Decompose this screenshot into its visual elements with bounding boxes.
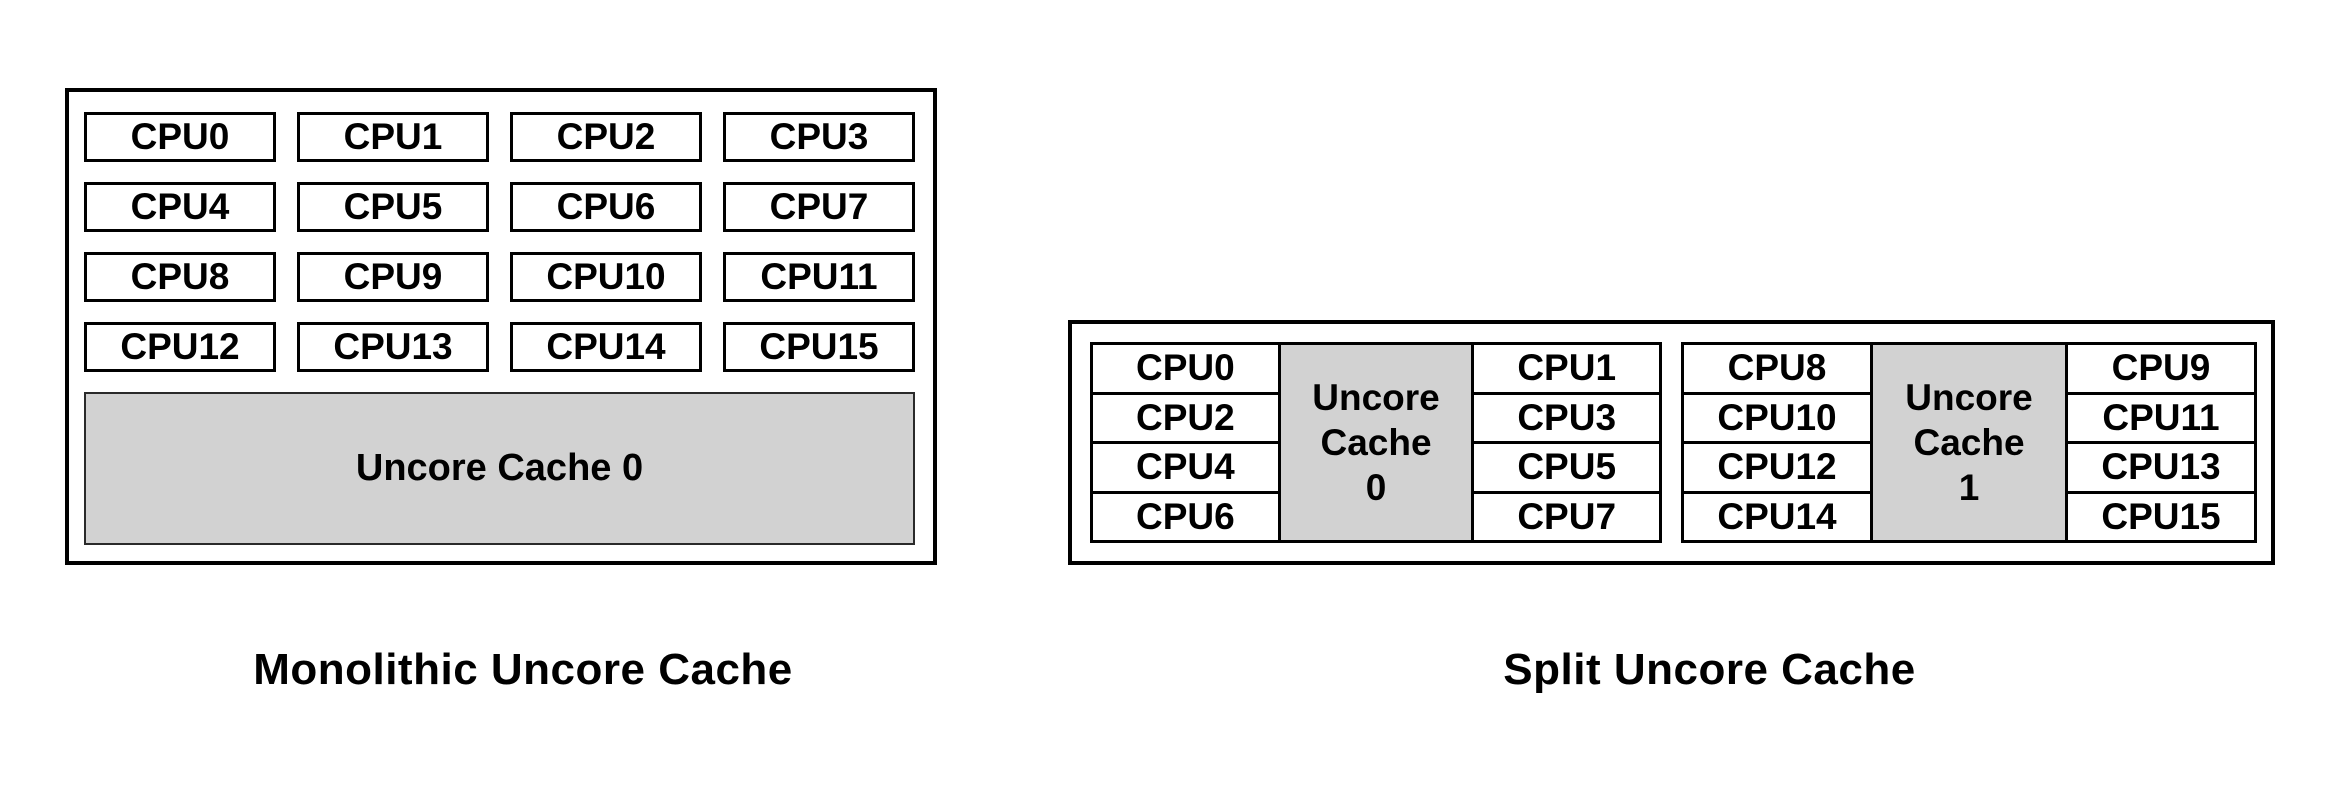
cpu-cell: CPU4 <box>84 182 276 232</box>
cache-label-line: 0 <box>1365 467 1387 508</box>
cpu-cell: CPU4 <box>1090 441 1281 494</box>
cpu-cell: CPU11 <box>723 252 915 302</box>
cpu-cell: CPU13 <box>297 322 489 372</box>
cpu-cell: CPU14 <box>1681 490 1873 543</box>
split-package-box: CPU0 CPU2 CPU4 CPU6 Uncore Cache 0 CPU1 … <box>1068 320 2275 565</box>
split-group-1: CPU8 CPU10 CPU12 CPU14 Uncore Cache 1 CP… <box>1681 342 2257 543</box>
cpu-cell: CPU10 <box>1681 391 1873 444</box>
split-group-0: CPU0 CPU2 CPU4 CPU6 Uncore Cache 0 CPU1 … <box>1090 342 1663 543</box>
cpu-cell: CPU3 <box>1471 391 1663 444</box>
cache-label-line: Uncore <box>1905 377 2033 418</box>
cpu-cell: CPU8 <box>1681 342 1873 395</box>
cpu-cell: CPU2 <box>510 112 702 162</box>
cpu-cell: CPU14 <box>510 322 702 372</box>
cpu-cell: CPU6 <box>510 182 702 232</box>
cpu-cell: CPU6 <box>1090 490 1281 543</box>
cpu-cell: CPU1 <box>1471 342 1663 395</box>
uncore-cache-1-split-box: Uncore Cache 1 <box>1870 342 2068 543</box>
cpu-cell: CPU12 <box>1681 441 1873 494</box>
cache-label-line: Cache <box>1913 422 2025 463</box>
split-group-0-left-cpu-column: CPU0 CPU2 CPU4 CPU6 <box>1090 342 1281 543</box>
monolithic-cpu-grid: CPU0 CPU1 CPU2 CPU3 CPU4 CPU5 CPU6 CPU7 … <box>84 112 915 372</box>
cpu-cell: CPU11 <box>2065 391 2257 444</box>
monolithic-package-box: CPU0 CPU1 CPU2 CPU3 CPU4 CPU5 CPU6 CPU7 … <box>65 88 937 565</box>
cpu-cell: CPU7 <box>723 182 915 232</box>
cpu-cell: CPU12 <box>84 322 276 372</box>
uncore-cache-0-split-box: Uncore Cache 0 <box>1277 342 1475 543</box>
cpu-cell: CPU5 <box>1471 441 1663 494</box>
cpu-cell: CPU10 <box>510 252 702 302</box>
cpu-cell: CPU9 <box>2065 342 2257 395</box>
split-caption: Split Uncore Cache <box>1503 645 1916 694</box>
cpu-cell: CPU13 <box>2065 441 2257 494</box>
split-group-1-right-cpu-column: CPU9 CPU11 CPU13 CPU15 <box>2065 342 2257 543</box>
cpu-cell: CPU15 <box>723 322 915 372</box>
cpu-cell: CPU2 <box>1090 391 1281 444</box>
cpu-cell: CPU9 <box>297 252 489 302</box>
cpu-cell: CPU0 <box>1090 342 1281 395</box>
cpu-cell: CPU8 <box>84 252 276 302</box>
cpu-cell: CPU3 <box>723 112 915 162</box>
cpu-cell: CPU0 <box>84 112 276 162</box>
cache-label-line: 1 <box>1958 467 1980 508</box>
split-group-1-left-cpu-column: CPU8 CPU10 CPU12 CPU14 <box>1681 342 1873 543</box>
cache-label-line: Uncore <box>1312 377 1440 418</box>
monolithic-caption: Monolithic Uncore Cache <box>253 645 793 694</box>
cpu-cell: CPU1 <box>297 112 489 162</box>
cache-label-line: Cache <box>1320 422 1432 463</box>
split-group-0-right-cpu-column: CPU1 CPU3 CPU5 CPU7 <box>1471 342 1663 543</box>
cpu-cell: CPU15 <box>2065 490 2257 543</box>
cpu-cell: CPU7 <box>1471 490 1663 543</box>
cpu-cell: CPU5 <box>297 182 489 232</box>
uncore-cache-0-box: Uncore Cache 0 <box>84 392 915 545</box>
